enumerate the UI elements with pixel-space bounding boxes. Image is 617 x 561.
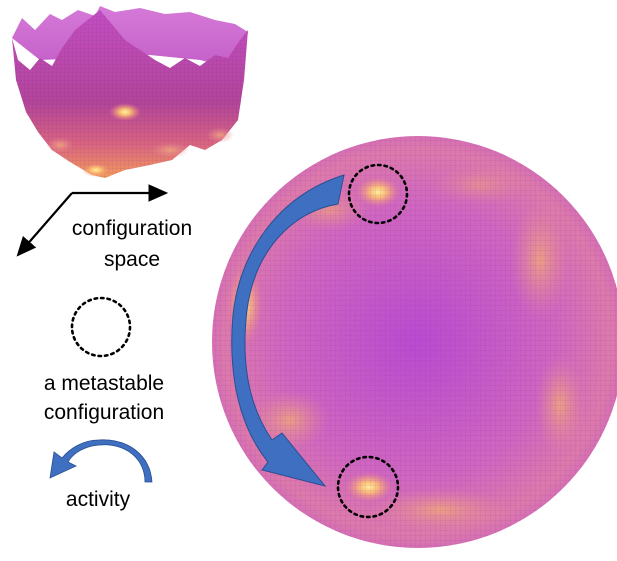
activity-arrow (231, 174, 345, 487)
curved-arrow-icon (49, 439, 153, 483)
metastable-label-line2: configuration (44, 401, 164, 424)
dotted-circle-icon (70, 296, 132, 358)
metastable-label-line1: a metastable (44, 372, 164, 395)
activity-label: activity (66, 488, 131, 511)
configuration-axes-icon (16, 184, 169, 257)
config-space-label-line2: space (104, 248, 160, 271)
metastable-marker-top (347, 163, 409, 225)
metastable-marker-bottom (336, 455, 400, 519)
energy-landscape (12, 6, 248, 178)
configuration-sphere (212, 136, 617, 548)
config-space-label-line1: configuration (72, 217, 192, 240)
